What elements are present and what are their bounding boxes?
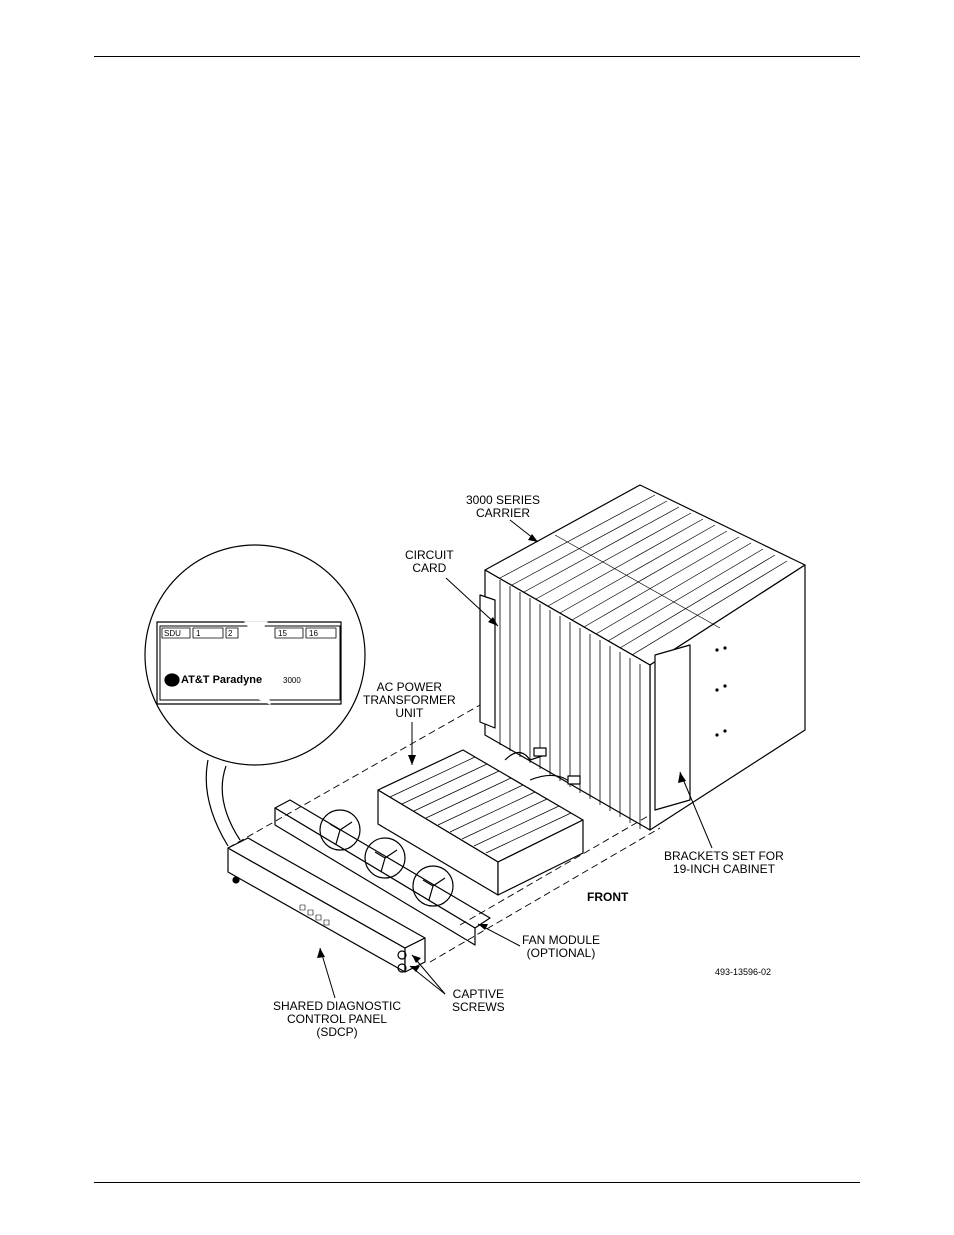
- inset-slot-label: 1: [196, 629, 201, 638]
- magnifier-inset: [144, 544, 366, 847]
- inset-slot-label: SDU: [164, 629, 181, 638]
- inset-slot-label: 2: [228, 629, 233, 638]
- transformer-drawing: [377, 747, 584, 896]
- sdcp-panel-drawing: [227, 837, 426, 973]
- inset-model-number: 3000: [283, 676, 301, 685]
- figure-number: 493-13596-02: [715, 967, 772, 977]
- inset-slot-label: 15: [278, 629, 287, 638]
- front-label: FRONT: [587, 890, 629, 904]
- header-rule: [94, 56, 860, 57]
- footer-rule: [94, 1182, 860, 1183]
- inset-logo-text: AT&T Paradyne: [181, 674, 263, 686]
- inset-slot-label: 16: [309, 629, 318, 638]
- carrier-drawing: [479, 484, 806, 831]
- callout-fan-module: FAN MODULE(OPTIONAL): [522, 933, 601, 960]
- fan-module-drawing: [274, 799, 491, 946]
